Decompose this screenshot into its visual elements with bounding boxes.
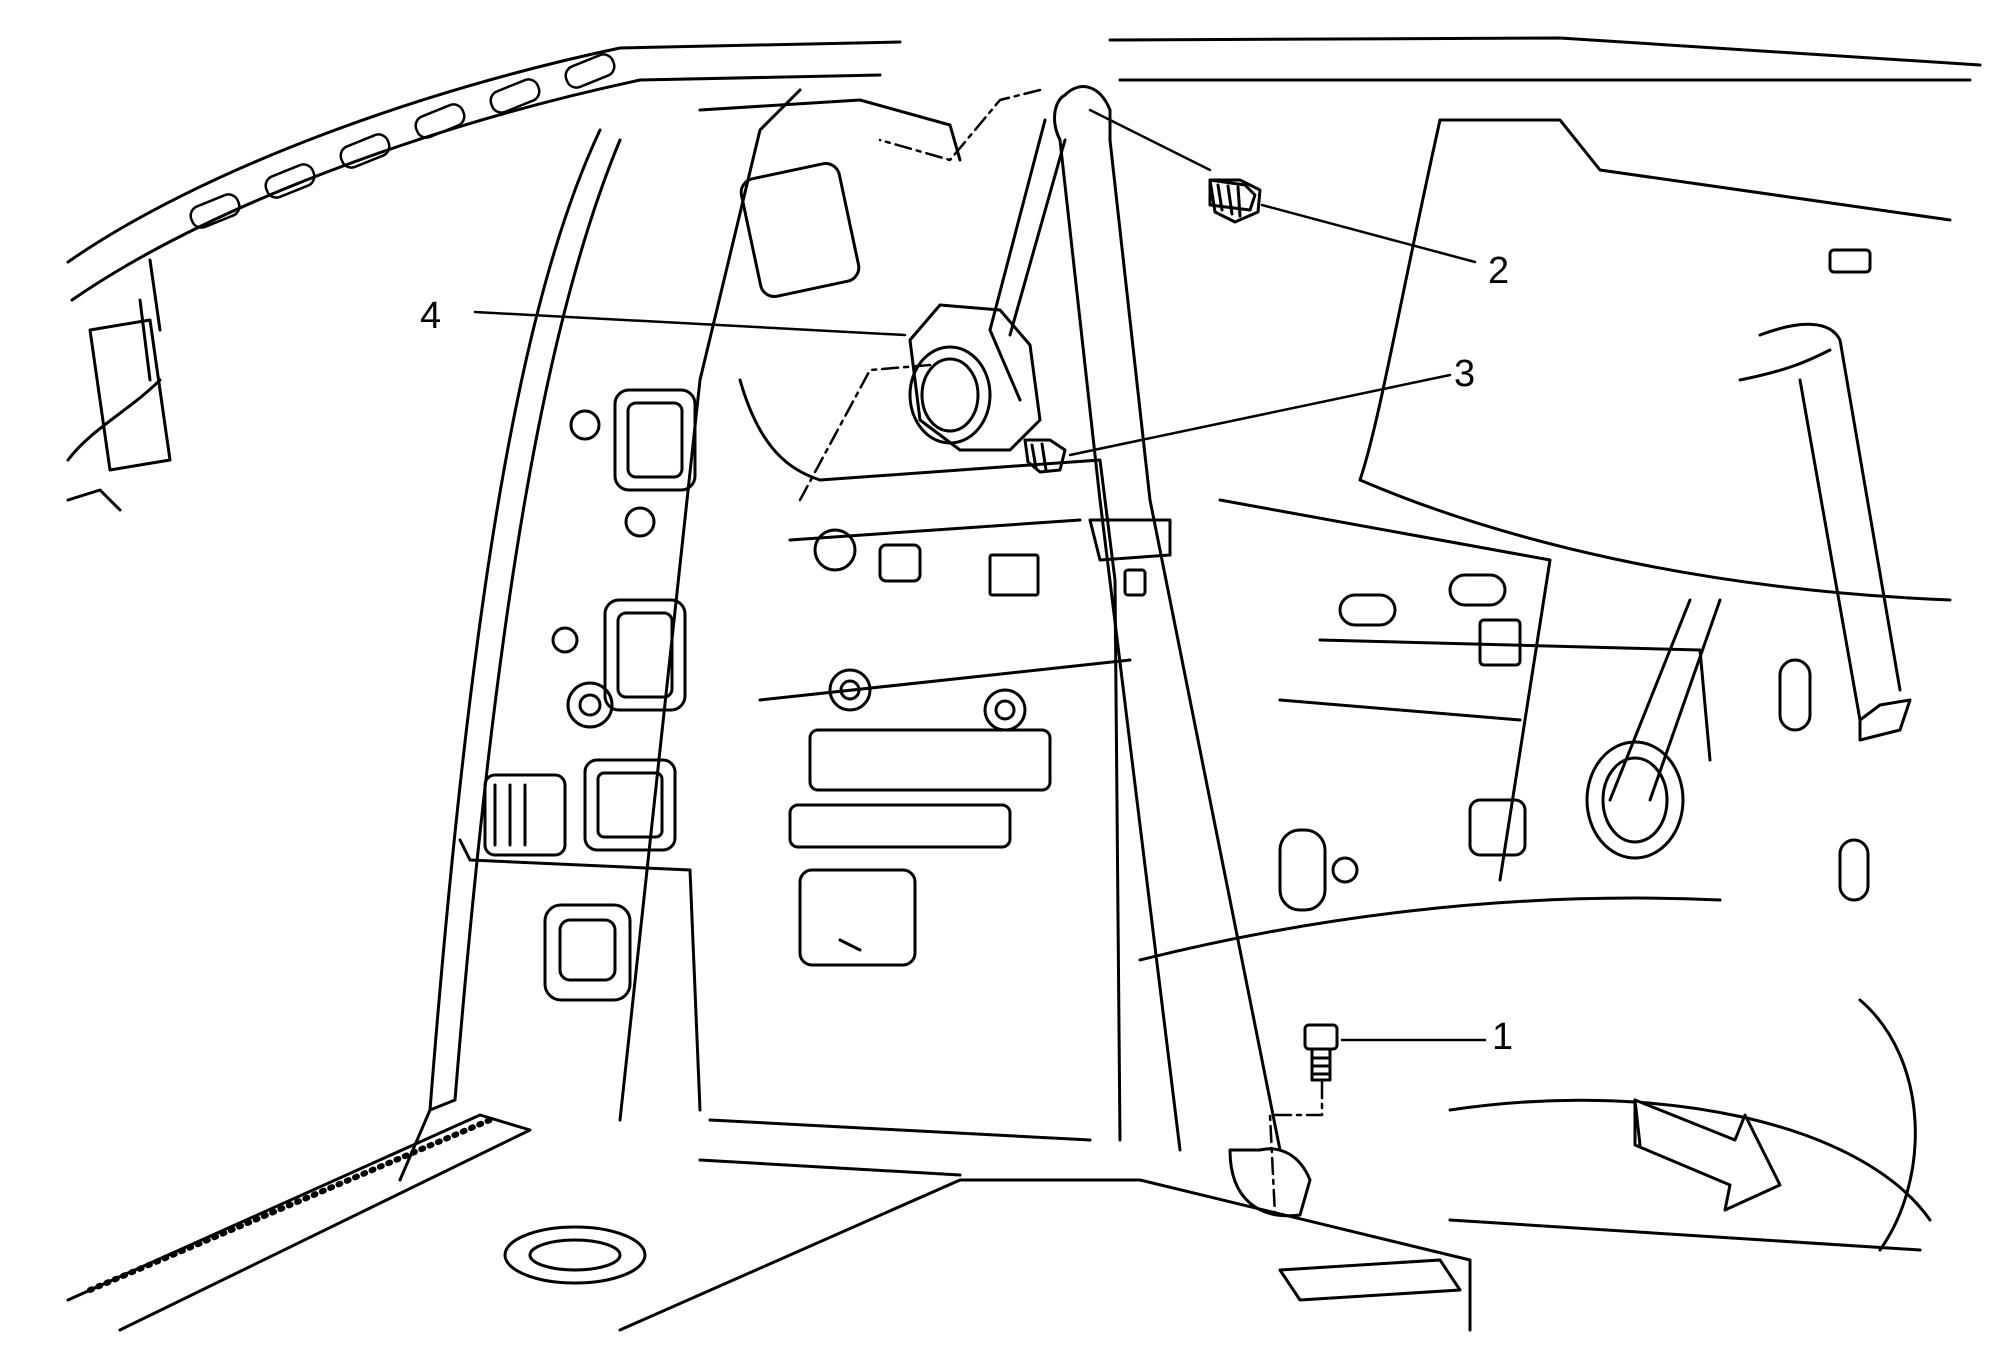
retractor-assembly xyxy=(908,303,1042,452)
bolt-icon xyxy=(1208,178,1262,224)
direction-arrow-icon xyxy=(1633,1098,1782,1212)
right-rear-panel xyxy=(1108,36,1982,1252)
callout-2: 2 xyxy=(1488,250,1510,292)
callout-1: 1 xyxy=(1492,1016,1514,1058)
rear-seat-belt xyxy=(1585,322,1912,860)
callout-3: 3 xyxy=(1454,353,1476,395)
callout-4: 4 xyxy=(420,295,442,337)
floor-sill xyxy=(66,1113,1922,1332)
seat-belt-webbing xyxy=(988,85,1312,1218)
callout-leaders xyxy=(473,88,1487,1217)
rear-center-panel xyxy=(708,458,1132,1142)
bolt-icon xyxy=(1023,438,1067,474)
bolt-icon xyxy=(1303,1023,1339,1082)
left-quarter-panel xyxy=(398,88,962,1182)
roof-rail xyxy=(66,40,902,512)
